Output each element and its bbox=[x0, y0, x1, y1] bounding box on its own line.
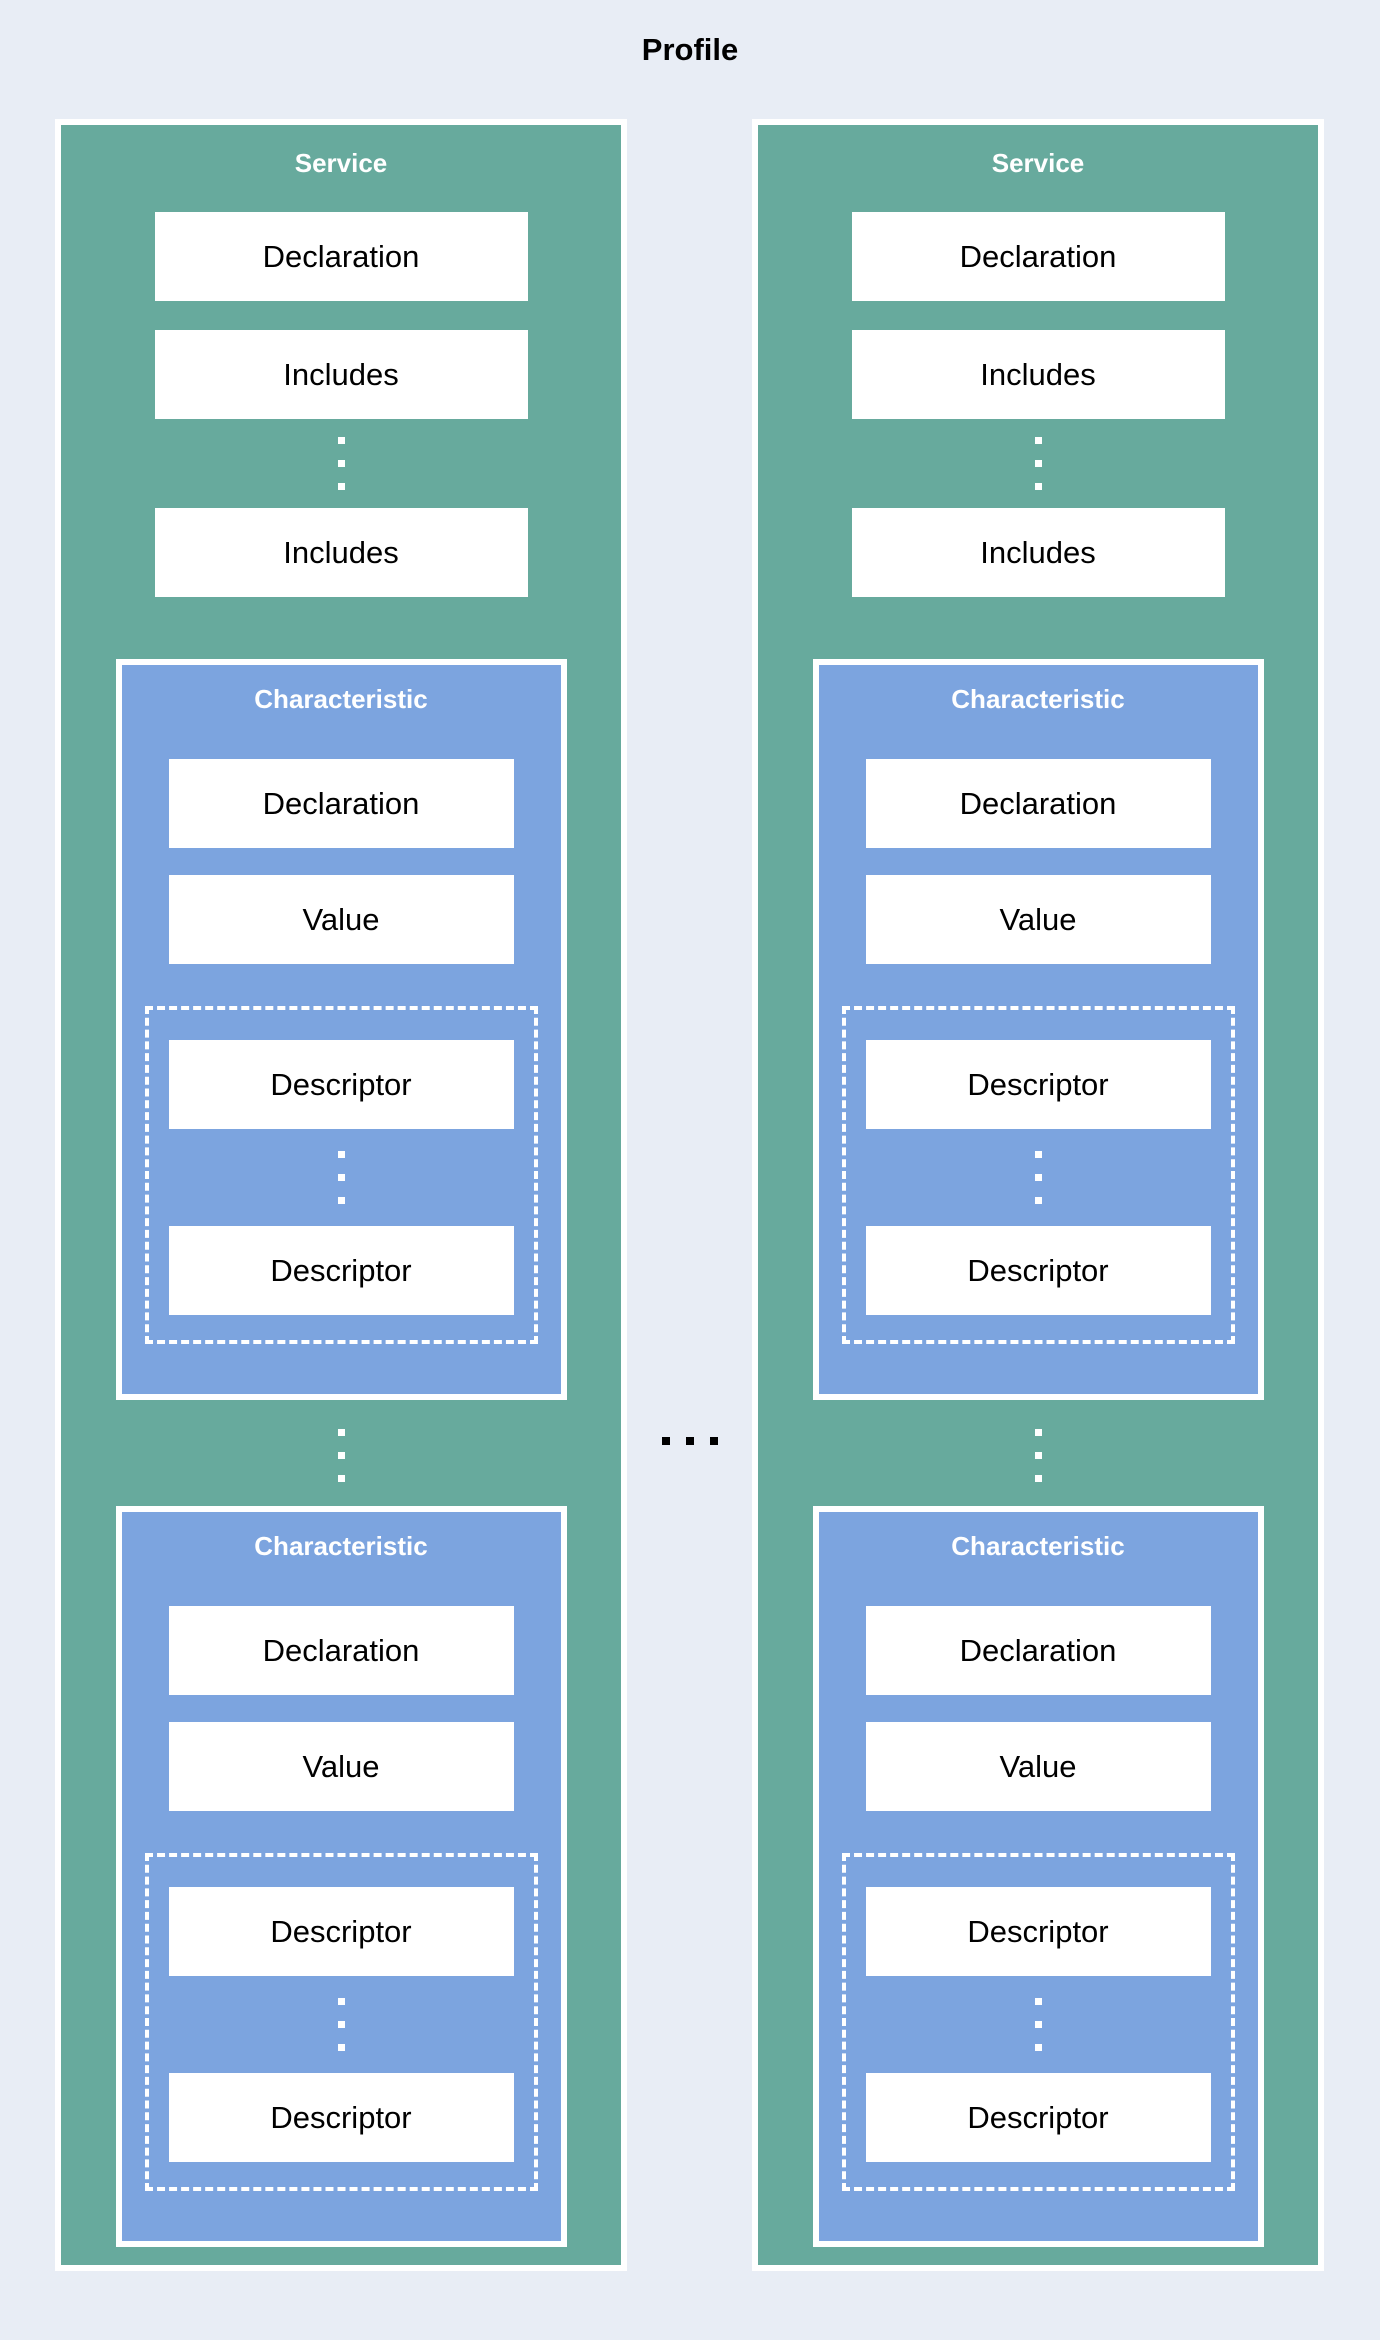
characteristic-value-box: Value bbox=[865, 875, 1211, 964]
ellipsis-dot bbox=[685, 1437, 694, 1445]
ellipsis-dot bbox=[1034, 460, 1042, 467]
service-declaration-box: Declaration bbox=[851, 212, 1225, 301]
descriptor-box: Descriptor bbox=[865, 1040, 1211, 1129]
descriptor-group: Descriptor Descriptor bbox=[144, 1006, 538, 1344]
ellipsis-dot bbox=[337, 1452, 345, 1459]
ellipsis-dot bbox=[337, 460, 345, 467]
ellipsis-dot bbox=[337, 2021, 345, 2028]
ellipsis-dot bbox=[337, 1151, 345, 1158]
descriptor-box: Descriptor bbox=[168, 1040, 514, 1129]
service-includes-box: Includes bbox=[851, 330, 1225, 419]
characteristic-value-box: Value bbox=[168, 875, 514, 964]
characteristic-box-2: Characteristic Declaration Value Descrip… bbox=[812, 1506, 1264, 2247]
vertical-ellipsis-icon bbox=[1034, 1151, 1042, 1204]
ellipsis-dot bbox=[1034, 1174, 1042, 1181]
service-declaration-box: Declaration bbox=[154, 212, 528, 301]
characteristic-declaration-box: Declaration bbox=[168, 759, 514, 848]
ellipsis-dot bbox=[337, 2044, 345, 2051]
ellipsis-dot bbox=[1034, 2044, 1042, 2051]
vertical-ellipsis-icon bbox=[337, 1429, 345, 1482]
horizontal-ellipsis-icon bbox=[627, 1437, 752, 1445]
ellipsis-dot bbox=[337, 483, 345, 490]
descriptor-box: Descriptor bbox=[865, 1226, 1211, 1315]
characteristic-value-box: Value bbox=[865, 1722, 1211, 1811]
characteristic-declaration-box: Declaration bbox=[865, 759, 1211, 848]
characteristic-title: Characteristic bbox=[951, 684, 1125, 714]
service-includes-box: Includes bbox=[154, 508, 528, 597]
ellipsis-dot bbox=[1034, 1452, 1042, 1459]
characteristic-title: Characteristic bbox=[254, 684, 428, 714]
ellipsis-dot bbox=[337, 1475, 345, 1482]
characteristic-box-1: Characteristic Declaration Value Descrip… bbox=[812, 659, 1264, 1400]
ellipsis-dot bbox=[337, 1998, 345, 2005]
service-includes-box: Includes bbox=[154, 330, 528, 419]
ellipsis-dot bbox=[1034, 483, 1042, 490]
ellipsis-dot bbox=[1034, 1475, 1042, 1482]
ellipsis-dot bbox=[337, 1174, 345, 1181]
vertical-ellipsis-icon bbox=[1034, 1429, 1042, 1482]
descriptor-group: Descriptor Descriptor bbox=[841, 1006, 1235, 1344]
service-includes-box: Includes bbox=[851, 508, 1225, 597]
characteristic-title: Characteristic bbox=[254, 1531, 428, 1561]
ellipsis-dot bbox=[337, 1197, 345, 1204]
ellipsis-dot bbox=[1034, 1998, 1042, 2005]
descriptor-group: Descriptor Descriptor bbox=[144, 1853, 538, 2191]
ellipsis-dot bbox=[1034, 437, 1042, 444]
characteristic-value-box: Value bbox=[168, 1722, 514, 1811]
vertical-ellipsis-icon bbox=[1034, 1998, 1042, 2051]
characteristic-box-1: Characteristic Declaration Value Descrip… bbox=[115, 659, 567, 1400]
characteristic-declaration-box: Declaration bbox=[865, 1606, 1211, 1695]
vertical-ellipsis-icon bbox=[337, 437, 345, 490]
descriptor-box: Descriptor bbox=[865, 1887, 1211, 1976]
ellipsis-dot bbox=[337, 1429, 345, 1436]
ellipsis-dot bbox=[1034, 1151, 1042, 1158]
characteristic-box-2: Characteristic Declaration Value Descrip… bbox=[115, 1506, 567, 2247]
service-box-1: Service Declaration Includes Includes Ch… bbox=[55, 119, 627, 2271]
service-title: Service bbox=[294, 148, 388, 178]
descriptor-box: Descriptor bbox=[168, 2073, 514, 2162]
descriptor-group: Descriptor Descriptor bbox=[841, 1853, 1235, 2191]
vertical-ellipsis-icon bbox=[1034, 437, 1042, 490]
descriptor-box: Descriptor bbox=[168, 1887, 514, 1976]
ellipsis-dot bbox=[337, 437, 345, 444]
service-title: Service bbox=[991, 148, 1085, 178]
ellipsis-dot bbox=[1034, 2021, 1042, 2028]
descriptor-box: Descriptor bbox=[865, 2073, 1211, 2162]
ellipsis-dot bbox=[709, 1437, 718, 1445]
page-title: Profile bbox=[641, 32, 739, 67]
vertical-ellipsis-icon bbox=[337, 1151, 345, 1204]
characteristic-declaration-box: Declaration bbox=[168, 1606, 514, 1695]
ellipsis-dot bbox=[661, 1437, 670, 1445]
service-box-2: Service Declaration Includes Includes Ch… bbox=[752, 119, 1324, 2271]
ellipsis-dot bbox=[1034, 1429, 1042, 1436]
characteristic-title: Characteristic bbox=[951, 1531, 1125, 1561]
descriptor-box: Descriptor bbox=[168, 1226, 514, 1315]
ellipsis-dot bbox=[1034, 1197, 1042, 1204]
vertical-ellipsis-icon bbox=[337, 1998, 345, 2051]
